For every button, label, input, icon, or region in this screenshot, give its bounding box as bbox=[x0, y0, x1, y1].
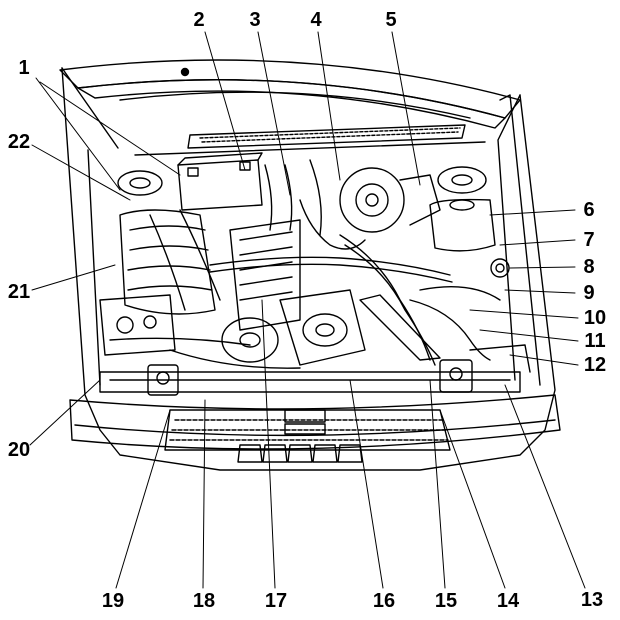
callout-1: 1 bbox=[18, 57, 30, 79]
front-bumper bbox=[69, 394, 561, 463]
battery bbox=[177, 152, 263, 211]
intake-manifold bbox=[99, 209, 216, 356]
body-outline bbox=[61, 67, 556, 471]
callout-19: 19 bbox=[101, 590, 125, 612]
callout-2: 2 bbox=[193, 9, 205, 31]
callout-21: 21 bbox=[7, 281, 31, 303]
cross-member bbox=[99, 344, 531, 396]
callout-22: 22 bbox=[7, 131, 31, 153]
callout-15: 15 bbox=[434, 590, 458, 612]
callout-16: 16 bbox=[372, 590, 396, 612]
engine-block bbox=[221, 219, 366, 366]
callout-7: 7 bbox=[583, 229, 595, 251]
washer-cap bbox=[490, 258, 510, 278]
expansion-tank bbox=[429, 198, 496, 252]
callout-10: 10 bbox=[583, 307, 607, 329]
hoses-and-wiring bbox=[109, 159, 501, 369]
callout-14: 14 bbox=[496, 590, 520, 612]
callout-3: 3 bbox=[249, 9, 261, 31]
callout-6: 6 bbox=[583, 199, 595, 221]
callout-9: 9 bbox=[583, 282, 595, 304]
wiper-strip bbox=[134, 124, 486, 156]
callout-17: 17 bbox=[264, 590, 288, 612]
callout-20: 20 bbox=[7, 439, 31, 461]
callout-4: 4 bbox=[310, 9, 322, 31]
leader-lines bbox=[29, 31, 586, 589]
callout-12: 12 bbox=[583, 354, 607, 376]
callout-18: 18 bbox=[192, 590, 216, 612]
hood bbox=[59, 59, 521, 129]
brake-servo bbox=[339, 167, 441, 233]
callout-13: 13 bbox=[580, 589, 604, 611]
strut-towers bbox=[117, 166, 487, 196]
callout-8: 8 bbox=[583, 256, 595, 278]
callout-5: 5 bbox=[385, 9, 397, 31]
callout-11: 11 bbox=[584, 330, 606, 352]
